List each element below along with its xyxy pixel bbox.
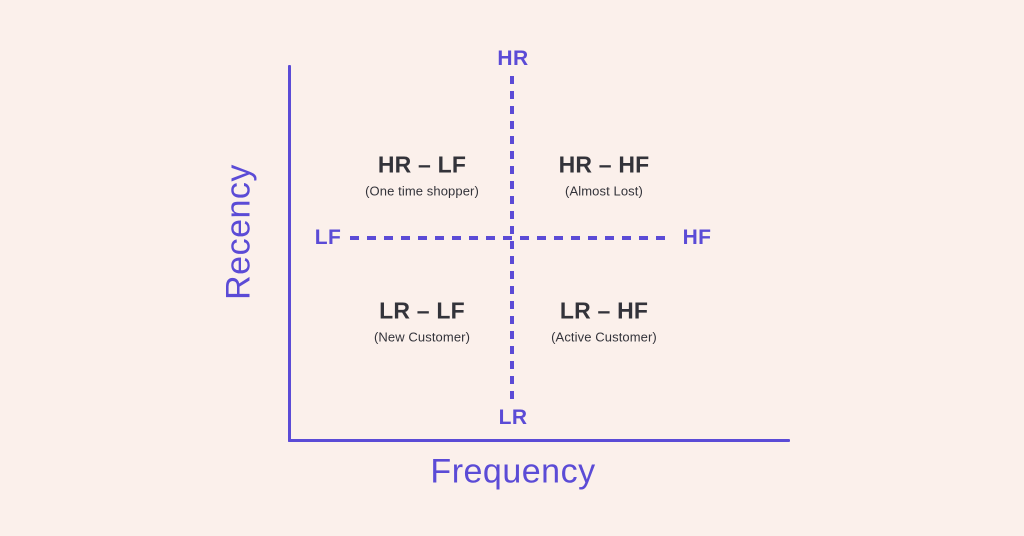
quadrant-lr-hf: LR – HF (Active Customer) [551,297,657,346]
pole-label-high-frequency: HF [682,226,712,249]
quadrant-title: LR – LF [379,297,465,324]
x-axis-title: Frequency [430,452,596,491]
pole-label-low-frequency: LF [314,226,342,249]
pole-label-low-recency: LR [498,406,528,429]
quadrant-hr-hf: HR – HF (Almost Lost) [558,151,650,200]
quadrant-title: LR – HF [559,297,649,324]
quadrant-subtitle: (Active Customer) [551,330,657,345]
quadrant-subtitle: (One time shopper) [365,184,479,199]
quadrant-title: HR – LF [377,151,467,178]
quadrant-subtitle: (New Customer) [373,330,471,345]
pole-label-high-recency: HR [497,47,529,70]
y-axis-title: Recency [219,164,258,300]
quadrant-subtitle: (Almost Lost) [565,184,643,199]
quadrant-hr-lf: HR – LF (One time shopper) [365,151,479,200]
y-axis-line [288,65,291,442]
quadrant-title: HR – HF [558,151,650,178]
quadrant-lr-lf: LR – LF (New Customer) [373,297,471,346]
x-axis-line [288,439,790,442]
horizontal-divider-dashed-line [350,236,673,240]
